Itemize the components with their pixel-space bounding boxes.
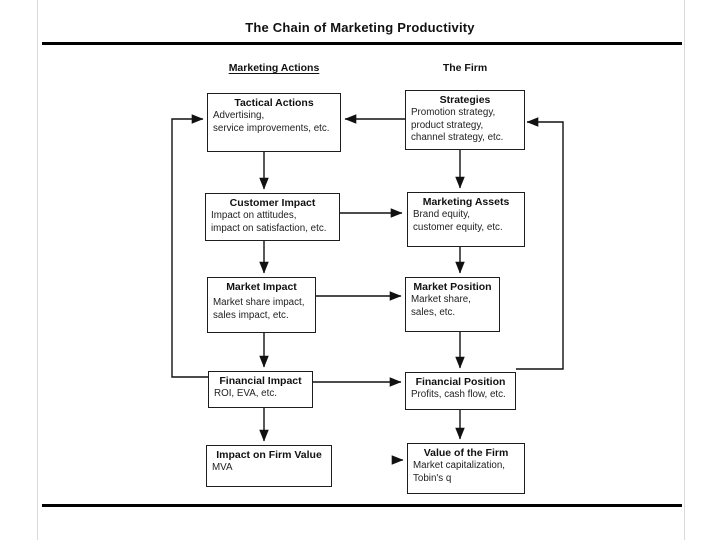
box-title-customer-impact: Customer Impact	[229, 197, 316, 209]
box-title-market-position: Market Position	[413, 281, 492, 293]
box-title-marketing-assets: Marketing Assets	[422, 196, 510, 208]
box-title-impact-on-firm-value: Impact on Firm Value	[216, 449, 322, 461]
box-customer-impact: Customer Impact Impact on attitudes, imp…	[205, 193, 340, 241]
box-title-strategies: Strategies	[439, 94, 491, 106]
box-title-financial-impact: Financial Impact	[219, 375, 302, 387]
box-text-line: Promotion strategy,	[411, 107, 496, 118]
box-title-value-of-the-firm: Value of the Firm	[423, 447, 509, 459]
box-strategies: Strategies Promotion strategy, product s…	[405, 90, 525, 150]
box-text-line: customer equity, etc.	[413, 221, 503, 233]
box-title-financial-position: Financial Position	[415, 376, 506, 388]
box-text-line: sales, etc.	[411, 306, 456, 318]
box-text-line: sales impact, etc.	[213, 309, 289, 321]
box-marketing-assets: Marketing Assets Brand equity, customer …	[407, 192, 525, 247]
box-text-line: product strategy,	[411, 119, 484, 131]
box-title-market-impact: Market Impact	[226, 281, 297, 293]
box-text-line: Brand equity,	[413, 209, 471, 220]
box-text-line: Profits, cash flow, etc.	[411, 389, 506, 400]
box-text-line: Tobin's q	[413, 472, 452, 484]
column-header-marketing-actions: Marketing Actions	[228, 62, 320, 74]
box-market-position: Market Position Market share, sales, etc…	[405, 277, 500, 332]
box-text-line: service improvements, etc.	[213, 122, 330, 134]
box-financial-position: Financial Position Profits, cash flow, e…	[405, 372, 516, 410]
slide-title: The Chain of Marketing Productivity	[245, 20, 475, 35]
box-text-line: Market capitalization,	[413, 460, 506, 471]
box-text-line: impact on satisfaction, etc.	[211, 222, 327, 234]
column-header-the-firm: The Firm	[442, 62, 488, 74]
box-text-line: Advertising,	[213, 110, 265, 121]
box-tactical-actions: Tactical Actions Advertising, service im…	[207, 93, 341, 152]
box-title-tactical-actions: Tactical Actions	[234, 97, 314, 109]
page-edge-right	[684, 0, 685, 540]
top-rule	[42, 42, 682, 45]
page-edge-left	[37, 0, 38, 540]
box-text-line: Impact on attitudes,	[211, 210, 297, 221]
box-text-line: MVA	[212, 462, 233, 473]
box-market-impact: Market Impact Market share impact, sales…	[207, 277, 316, 333]
box-text-line: ROI, EVA, etc.	[214, 388, 277, 399]
bottom-rule	[42, 504, 682, 507]
box-text-line: Market share impact,	[213, 297, 305, 308]
box-impact-on-firm-value: Impact on Firm Value MVA	[206, 445, 332, 487]
box-value-of-the-firm: Value of the Firm Market capitalization,…	[407, 443, 525, 494]
feedback-financial-impact-to-tactical-actions	[171, 114, 208, 378]
box-text-line: Market share,	[411, 294, 471, 305]
box-text-line: channel strategy, etc.	[411, 132, 504, 143]
box-financial-impact: Financial Impact ROI, EVA, etc.	[208, 371, 313, 408]
